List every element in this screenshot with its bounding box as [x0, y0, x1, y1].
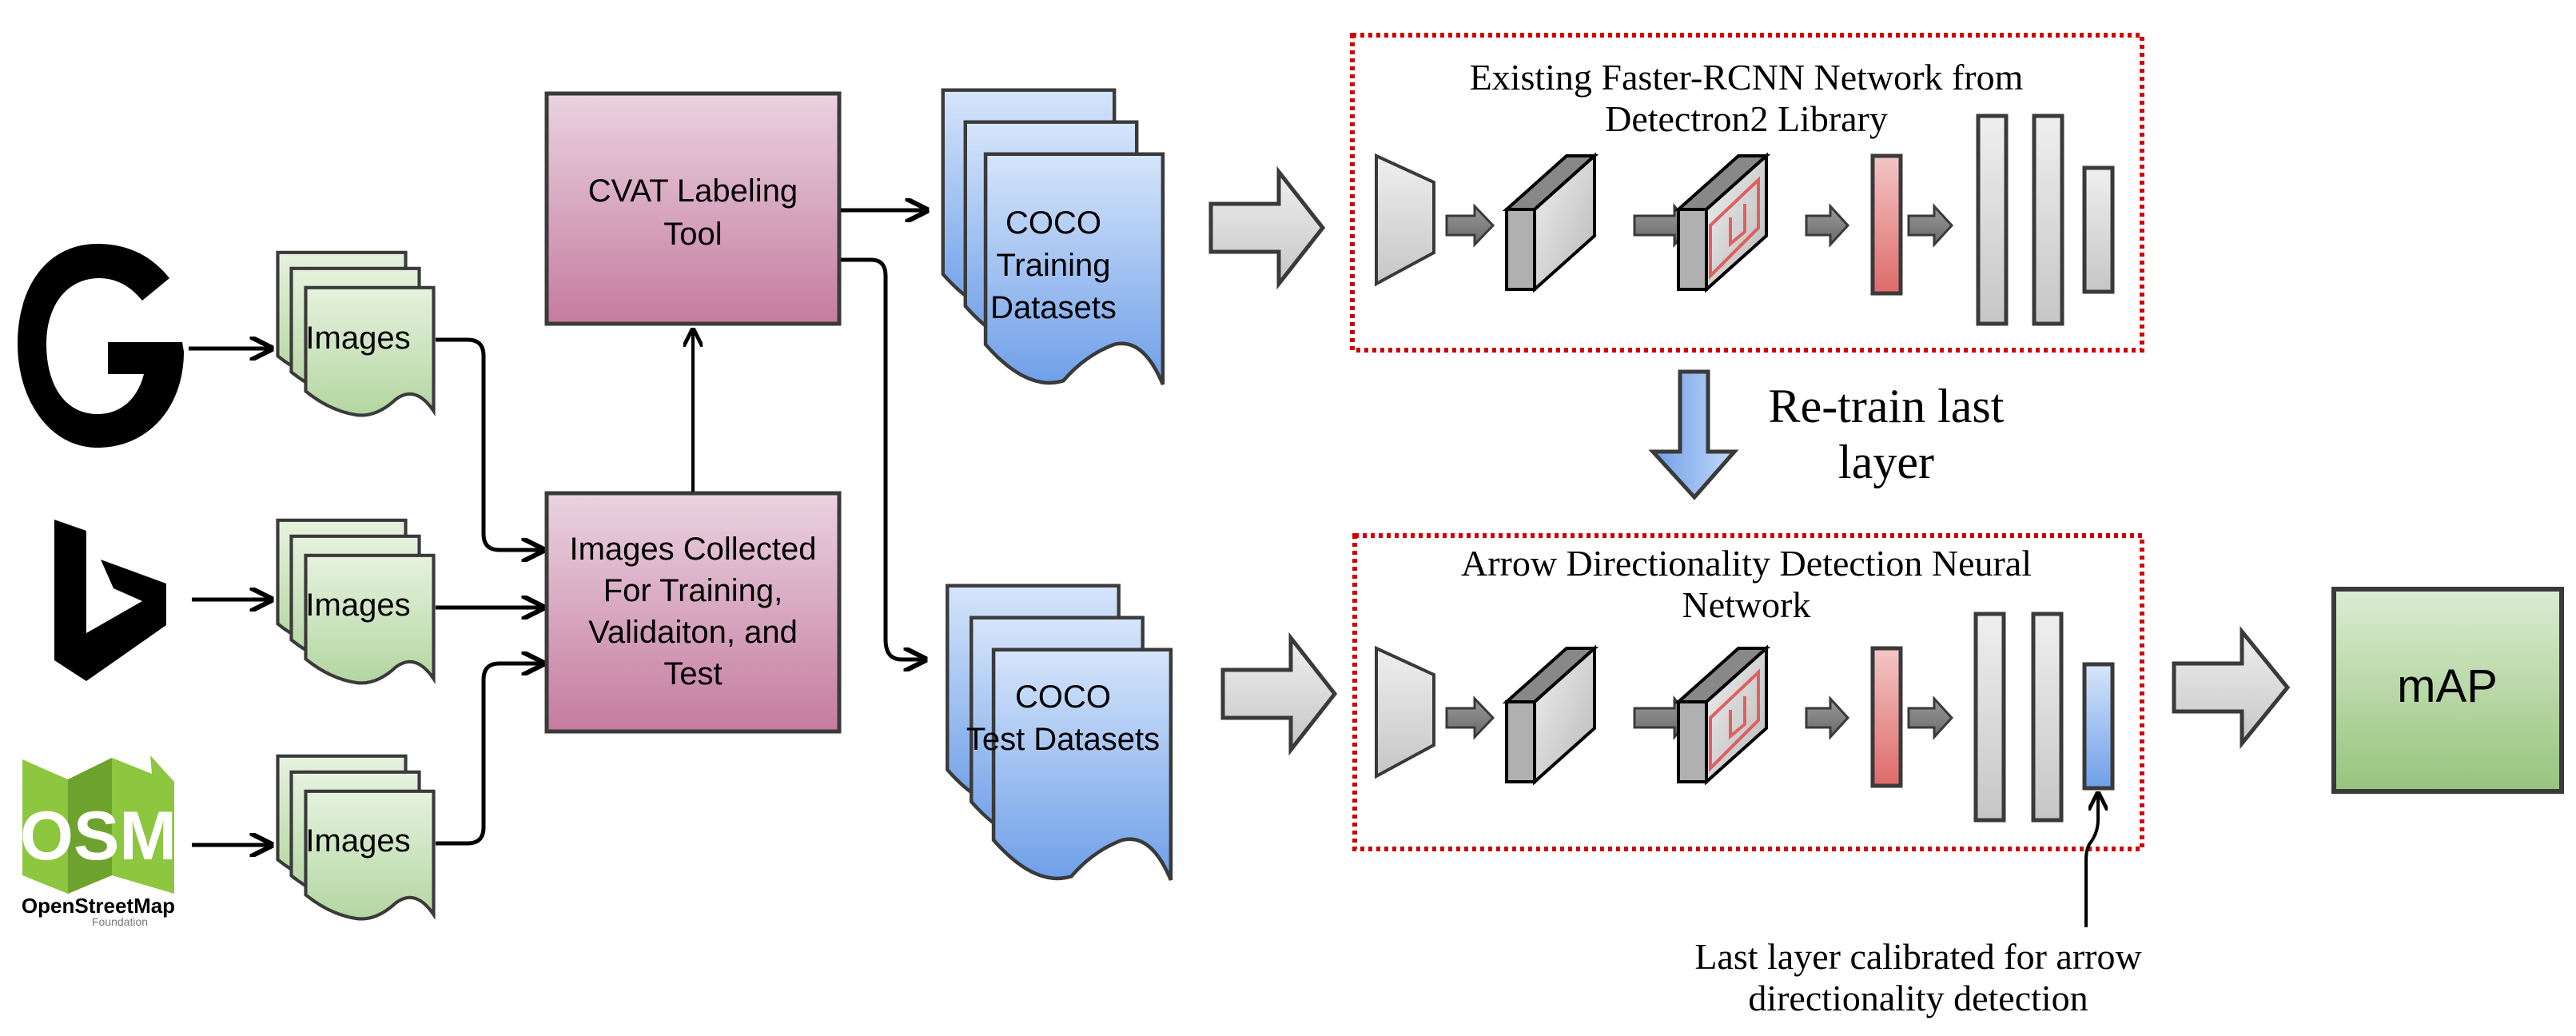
- arrow-directionality-network-panel: Arrow Directionality Detection Neural Ne…: [1352, 533, 2144, 851]
- rpn-block-layer: [1674, 644, 1771, 786]
- network-layers: [1375, 114, 2115, 326]
- osm-logo-text: OSM: [20, 798, 177, 875]
- coco-training-line-2: Training: [996, 248, 1110, 283]
- output-layer-calibrated-blue: [2082, 662, 2115, 791]
- map-result-box: mAP: [2331, 587, 2564, 794]
- retrain-line-2: layer: [1838, 436, 1934, 488]
- annotation-line-2: directionality detection: [1748, 978, 2088, 1018]
- last-layer-annotation: Last layer calibrated for arrow directio…: [1694, 936, 2142, 1018]
- input-trapezoid-layer: [1375, 153, 1435, 287]
- fc-layer-2: [2031, 612, 2064, 823]
- collected-line-2: For Training,: [603, 573, 783, 608]
- cvat-line-1: CVAT Labeling: [588, 173, 798, 209]
- coco-training-line-3: Datasets: [990, 290, 1117, 325]
- osm-subcaption: Foundation: [92, 915, 148, 928]
- bing-logo-icon: [54, 520, 166, 681]
- fc-layer-1: [1976, 114, 2009, 326]
- conv-block-layer: [1502, 644, 1599, 786]
- images-osm-to-collected-connector: [436, 663, 543, 846]
- cvat-to-test-arrow: [841, 257, 926, 659]
- fc-layer-1: [1973, 612, 2006, 823]
- google-logo-icon: [18, 244, 184, 448]
- small-gray-arrow: [1805, 203, 1850, 248]
- cvat-line-2: Tool: [663, 217, 722, 252]
- small-gray-arrow: [1907, 203, 1954, 248]
- rpn-block-layer: [1674, 152, 1771, 293]
- retrain-line-1: Re-train last: [1769, 380, 2005, 432]
- arrow-network-title-line-2: Network: [1682, 584, 1811, 625]
- training-to-network-block-arrow: [1208, 165, 1326, 290]
- osm-logo-icon: OSM OpenStreetMap Foundation: [20, 755, 177, 928]
- coco-test-line-1: COCO: [1015, 679, 1111, 715]
- arrow-network-title-line-1: Arrow Directionality Detection Neural: [1461, 543, 2032, 584]
- network-to-map-block-arrow: [2172, 625, 2291, 750]
- images-stack-osm: Images: [277, 756, 433, 919]
- coco-test-datasets-stack: COCO Test Datasets: [947, 586, 1171, 880]
- collected-line-4: Test: [663, 656, 722, 691]
- fc-layer-2: [2032, 114, 2064, 326]
- existing-network-title-line-1: Existing Faster-RCNN Network from: [1470, 57, 2024, 98]
- coco-training-datasets-stack: COCO Training Datasets: [943, 90, 1163, 385]
- images-stack-google: Images: [277, 253, 433, 416]
- map-label: mAP: [2397, 660, 2498, 712]
- images-stack-label: Images: [305, 588, 410, 623]
- retrain-transition: Re-train last layer: [1648, 369, 2005, 500]
- images-google-to-collected-connector: [436, 337, 543, 550]
- cvat-labeling-tool-box: CVAT Labeling Tool: [544, 91, 842, 326]
- existing-faster-rcnn-network-panel: Existing Faster-RCNN Network from Detect…: [1350, 33, 2144, 353]
- osm-caption: OpenStreetMap: [22, 894, 175, 918]
- annotation-pointer-arrow: [2084, 793, 2098, 927]
- conv-block-layer: [1502, 152, 1599, 293]
- retrain-down-arrow-icon: [1648, 369, 1739, 500]
- roi-red-layer: [1870, 153, 1903, 296]
- test-to-network-block-arrow: [1220, 632, 1338, 756]
- small-gray-arrow: [1907, 695, 1954, 740]
- collected-line-1: Images Collected: [569, 532, 816, 567]
- images-stack-bing: Images: [277, 520, 433, 683]
- existing-network-title-line-2: Detectron2 Library: [1605, 98, 1888, 139]
- network-layers: [1375, 612, 2115, 823]
- coco-test-line-2: Test Datasets: [966, 722, 1160, 757]
- roi-red-layer: [1870, 646, 1903, 788]
- output-layer-gray: [2082, 165, 2115, 294]
- coco-training-line-1: COCO: [1005, 205, 1101, 241]
- images-stack-label: Images: [305, 321, 410, 356]
- small-gray-arrow: [1805, 695, 1850, 740]
- images-collected-box: Images Collected For Training, Validaito…: [544, 491, 842, 734]
- small-gray-arrow: [1445, 695, 1495, 740]
- small-gray-arrow: [1445, 203, 1495, 248]
- annotation-line-1: Last layer calibrated for arrow: [1694, 936, 2142, 977]
- input-trapezoid-layer: [1375, 645, 1435, 779]
- collected-line-3: Validaiton, and: [588, 615, 798, 650]
- images-stack-label: Images: [305, 823, 410, 859]
